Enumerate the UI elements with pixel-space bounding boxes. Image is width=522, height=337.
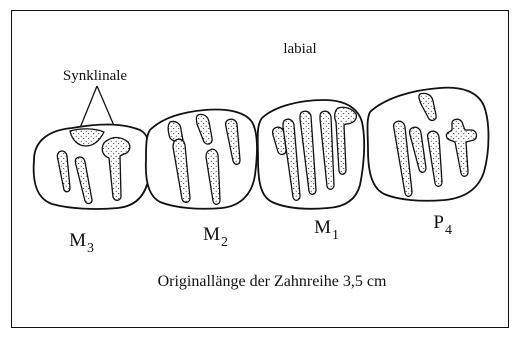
- label-m3-index: 3: [87, 241, 94, 256]
- figure-caption: Originallänge der Zahnreihe 3,5 cm: [158, 273, 387, 290]
- label-m1-index: 1: [332, 228, 339, 243]
- labial-label: labial: [283, 41, 316, 57]
- label-m3: M 3: [69, 230, 94, 256]
- label-p4: P 4: [433, 212, 452, 238]
- label-m3-letter: M: [69, 230, 86, 251]
- label-m1-letter: M: [314, 217, 331, 238]
- label-p4-index: 4: [445, 223, 452, 238]
- label-m2-letter: M: [203, 224, 220, 245]
- tooth-m2: [146, 110, 257, 209]
- tooth-m1: [258, 100, 365, 209]
- label-m1: M 1: [314, 217, 339, 243]
- label-m2-index: 2: [221, 235, 228, 250]
- synklinale-pointer-right: [97, 86, 115, 128]
- synklinale-pointer-left: [80, 86, 97, 128]
- tooth-p4: [368, 88, 489, 201]
- label-m2: M 2: [203, 224, 228, 250]
- label-p4-letter: P: [433, 212, 444, 233]
- tooth-m3: [34, 125, 151, 209]
- synklinale-label: Synklinale: [63, 68, 128, 84]
